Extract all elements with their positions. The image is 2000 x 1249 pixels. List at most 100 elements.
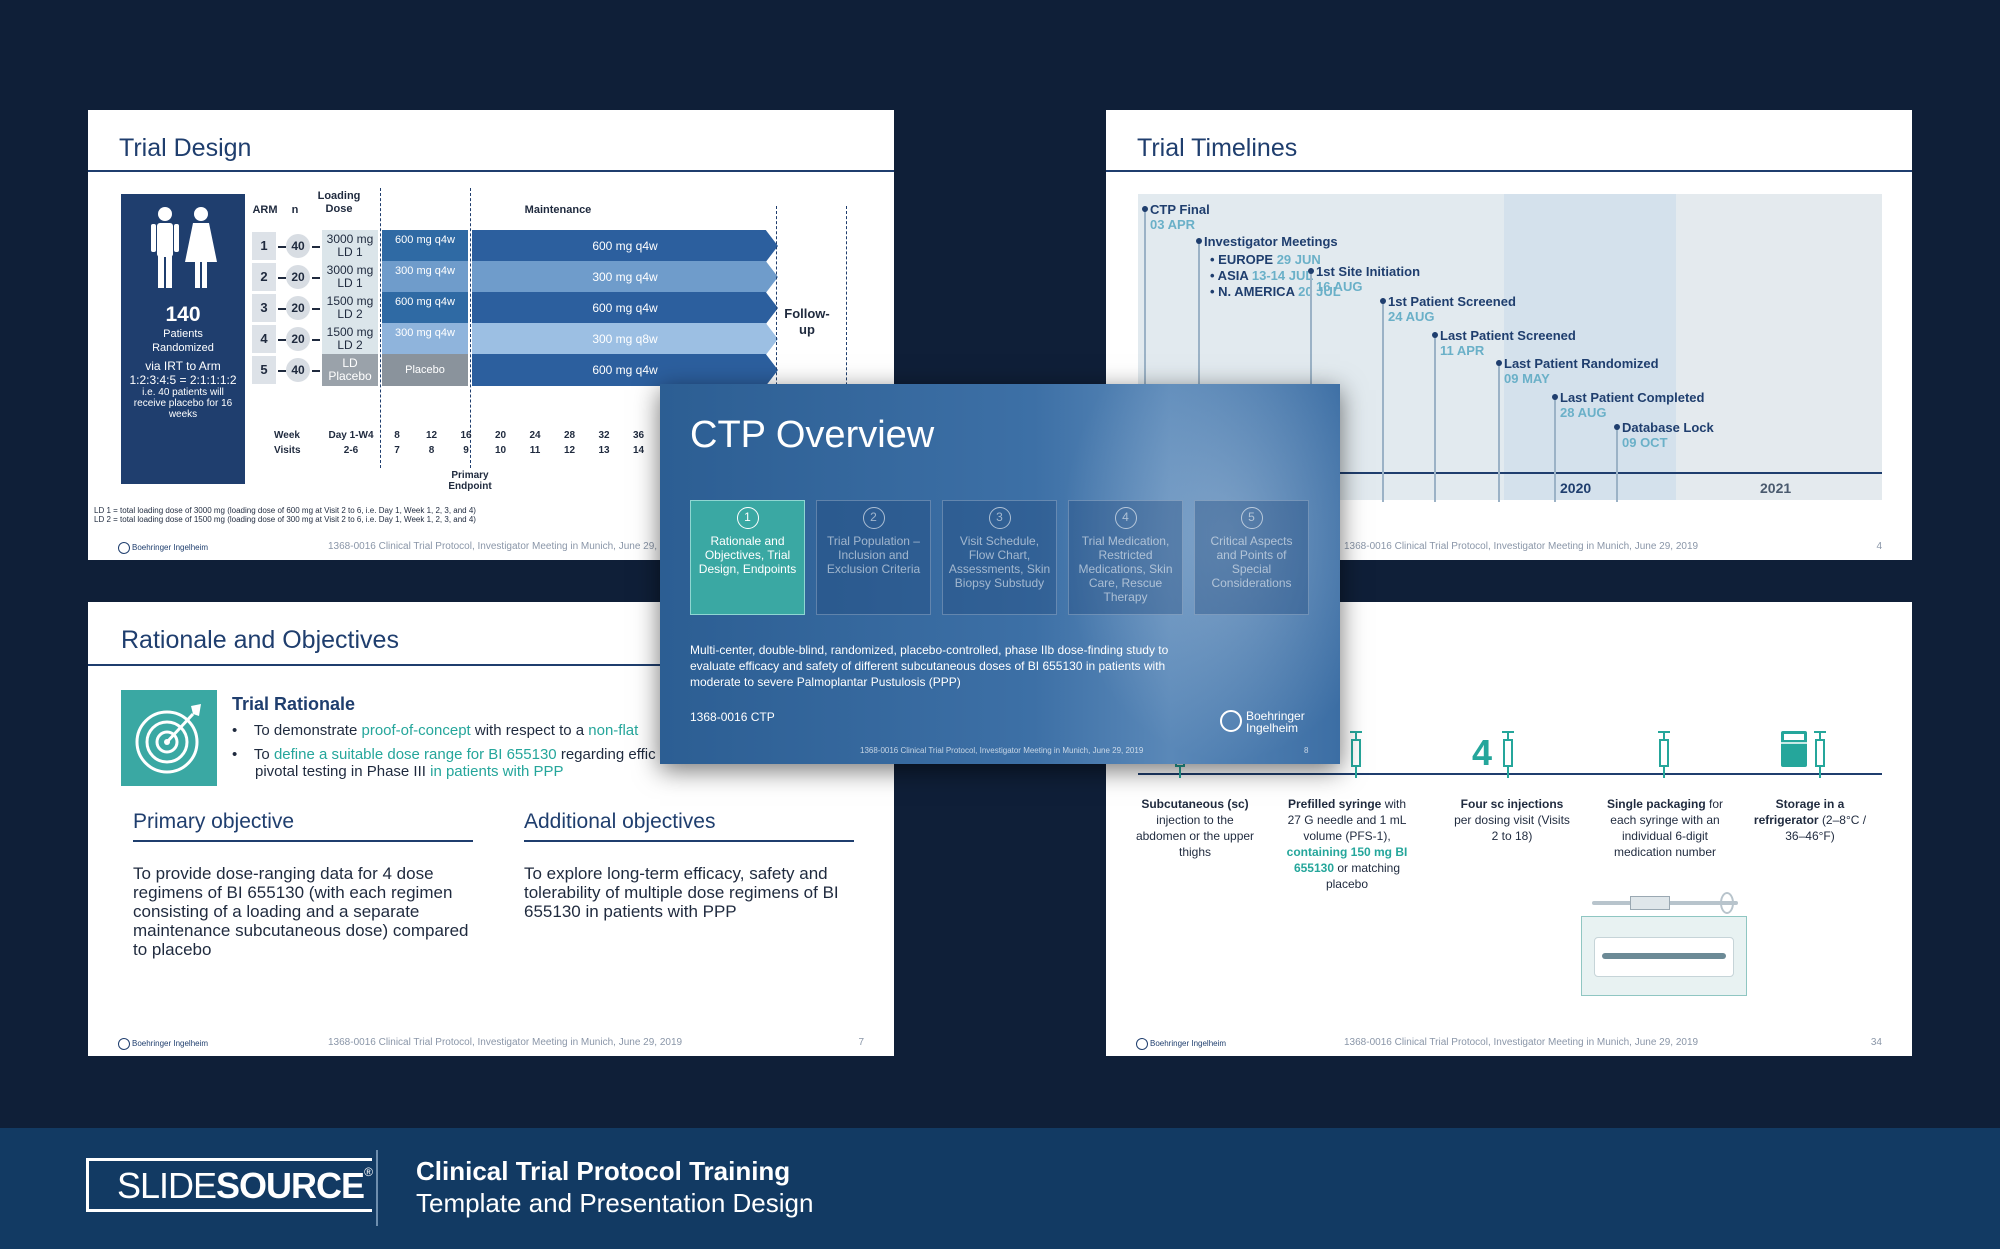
overview-description: Multi-center, double-blind, randomized, … xyxy=(690,643,1169,689)
timeline-line xyxy=(1498,360,1500,502)
arm-number: 2 xyxy=(252,263,276,291)
arm-n: 20 xyxy=(286,265,310,289)
arm-connector xyxy=(312,339,320,341)
q4w-dose: Placebo xyxy=(382,354,468,386)
slide-title: Trial Design xyxy=(119,134,252,162)
rationale-title: Trial Rationale xyxy=(232,694,356,714)
patients-icon xyxy=(151,207,217,288)
banner-title: Clinical Trial Protocol Training xyxy=(416,1156,791,1186)
day-label: Day 1-W4 xyxy=(328,430,374,441)
arm-connector xyxy=(312,246,320,248)
step-number: 2 xyxy=(862,507,885,529)
loading-divider xyxy=(470,188,471,468)
syringe-icon-5 xyxy=(1814,731,1826,778)
slide-footer: 1368-0016 Clinical Trial Protocol, Inves… xyxy=(1344,541,1699,552)
patients-panel: 140 Patients Randomized via IRT to Arm 1… xyxy=(121,194,245,484)
arm-connector xyxy=(278,246,286,248)
visit-tick: 8 xyxy=(428,445,435,456)
arm-number: 5 xyxy=(252,356,276,384)
timeline-dot xyxy=(1142,206,1148,212)
loading-dose: LD Placebo xyxy=(322,354,378,386)
step-label: Trial Medication, Restricted Medications… xyxy=(1078,534,1173,604)
week-tick: 36 xyxy=(632,430,645,441)
slidesource-logo[interactable]: SLIDESOURCE® xyxy=(86,1158,373,1212)
background-figure xyxy=(1060,384,1340,764)
visit-tick: 9 xyxy=(463,445,469,456)
step-label: Trial Population – Inclusion and Exclusi… xyxy=(826,534,921,576)
timeline-item: • ASIA 13-14 JUL xyxy=(1210,268,1314,283)
overview-logo: Boehringer Ingelheim xyxy=(1220,710,1320,734)
slide-title: Rationale and Objectives xyxy=(121,626,399,654)
header-maintenance: Maintenance xyxy=(524,204,592,216)
slide-trial-design[interactable]: Trial Design 140 Patients Randomized via… xyxy=(88,110,894,560)
patients-text: Patients Randomized xyxy=(152,328,214,354)
timeline-line xyxy=(1382,298,1384,502)
visits-label: Visits xyxy=(274,445,301,456)
visit-tick: 13 xyxy=(598,445,610,456)
followup-line-1 xyxy=(776,206,777,466)
arm-n: 20 xyxy=(286,327,310,351)
refrigerator-icon xyxy=(1781,731,1807,767)
visit-tick: 7 xyxy=(394,445,400,456)
patients-count: 140 xyxy=(165,303,201,326)
timeline-dot xyxy=(1380,298,1386,304)
timeline-axis xyxy=(1138,472,1882,474)
maintenance-dose: 600 mg q4w xyxy=(472,292,778,324)
brand-banner: SLIDESOURCE® Clinical Trial Protocol Tra… xyxy=(0,1128,2000,1249)
week-tick: 32 xyxy=(598,430,610,441)
additional-objectives-heading: Additional objectives xyxy=(524,810,854,842)
slide-footer: 1368-0016 Clinical Trial Protocol, Inves… xyxy=(328,1037,683,1048)
package-photo xyxy=(1581,916,1747,996)
primary-objective-text: To provide dose-ranging data for 4 dose … xyxy=(133,864,469,959)
maintenance-dose: 600 mg q4w xyxy=(472,354,778,386)
timeline-band-2020 xyxy=(1504,194,1676,500)
timeline-dot xyxy=(1432,332,1438,338)
slide-footer: 1368-0016 Clinical Trial Protocol, Inves… xyxy=(1344,1037,1699,1048)
header-loading: Loading Dose xyxy=(317,190,361,215)
timeline-item: • N. AMERICA 20 JUL xyxy=(1210,284,1341,299)
target-icon xyxy=(135,704,201,774)
syringe-icon-3 xyxy=(1502,731,1514,778)
timeline-band-2021 xyxy=(1676,194,1882,500)
syringe-icon-4 xyxy=(1658,731,1670,778)
bullet-1: • To demonstrate proof-of-concept with r… xyxy=(232,722,639,739)
syringe-icon-2 xyxy=(1350,731,1362,778)
timeline-line xyxy=(1434,332,1436,502)
overview-footer: 1368-0016 Clinical Trial Protocol, Inves… xyxy=(860,746,1144,755)
maintenance-dose: 300 mg q8w xyxy=(472,323,778,355)
overview-code: 1368-0016 CTP xyxy=(690,710,775,724)
overview-page: 8 xyxy=(1304,746,1309,755)
caption-subcutaneous: Subcutaneous (sc) injection to the abdom… xyxy=(1135,797,1255,859)
visit-tick: 12 xyxy=(563,445,576,456)
q4w-dose: 600 mg q4w xyxy=(382,292,468,324)
arm-connector xyxy=(278,370,286,372)
arm-n: 40 xyxy=(286,358,310,382)
followup-label: Follow-up xyxy=(784,306,830,337)
loading-dose: 3000 mg LD 1 xyxy=(322,261,378,293)
syringe-photo xyxy=(1592,888,1738,918)
timeline-item: • EUROPE 29 JUN xyxy=(1210,252,1321,267)
page-number: 34 xyxy=(1870,1037,1882,1048)
timeline-line xyxy=(1198,238,1200,506)
bi-logo-icon xyxy=(1136,1038,1148,1050)
timeline-dot xyxy=(1196,238,1202,244)
loading-dose: 1500 mg LD 2 xyxy=(322,323,378,355)
week-tick: 20 xyxy=(494,430,507,441)
caption-four-injections: Four sc injections per dosing visit (Vis… xyxy=(1454,797,1570,843)
loading-dose: 3000 mg LD 1 xyxy=(322,230,378,262)
syringe-axis xyxy=(1138,773,1882,775)
week-tick: 8 xyxy=(394,430,400,441)
arm-number: 1 xyxy=(252,232,276,260)
step-number: 3 xyxy=(988,507,1011,529)
arm-connector xyxy=(278,277,286,279)
